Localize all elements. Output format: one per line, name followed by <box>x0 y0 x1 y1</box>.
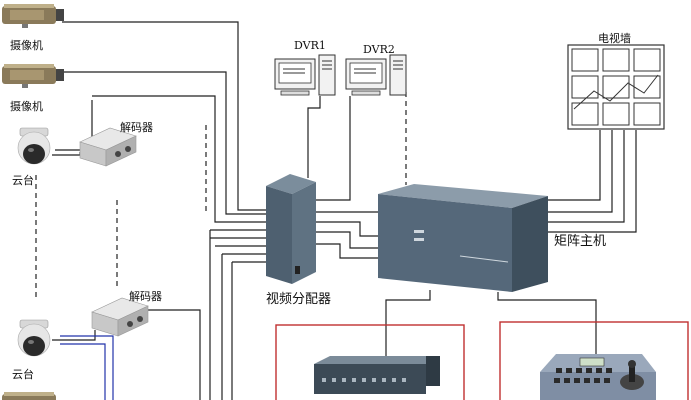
decoder-icon <box>79 127 137 167</box>
camera-icon <box>2 392 56 400</box>
dome-camera-icon <box>17 127 51 165</box>
video-splitter-label: 视频分配器 <box>266 292 332 307</box>
ptz-label: 云台 <box>12 368 34 381</box>
ptz-label: 云台 <box>12 174 34 187</box>
decoder-icon <box>91 297 149 337</box>
dvr2-label: DVR2 <box>363 43 395 56</box>
camera-label: 摄像机 <box>10 39 43 52</box>
computer-icon <box>274 54 336 96</box>
wiring <box>52 21 637 400</box>
dome-camera-icon <box>17 319 51 357</box>
decoder-label: 解码器 <box>129 290 162 303</box>
dvr1-label: DVR1 <box>294 39 326 52</box>
video-splitter-icon <box>266 174 316 284</box>
camera-icon <box>2 64 64 88</box>
dashed-links <box>35 92 407 300</box>
matrix-host-label: 矩阵主机 <box>554 234 607 249</box>
wiring-blue <box>60 335 114 400</box>
tv-wall-label: 电视墙 <box>598 32 631 45</box>
tv-wall-icon <box>567 44 665 130</box>
decoder-label: 解码器 <box>120 121 153 134</box>
red-frames <box>275 321 689 400</box>
camera-label: 摄像机 <box>10 100 43 113</box>
matrix-host-icon <box>378 184 548 292</box>
camera-icon <box>2 4 64 28</box>
rack-unit-icon <box>314 356 440 394</box>
computer-icon <box>345 54 407 96</box>
keyboard-controller-icon <box>540 354 656 400</box>
